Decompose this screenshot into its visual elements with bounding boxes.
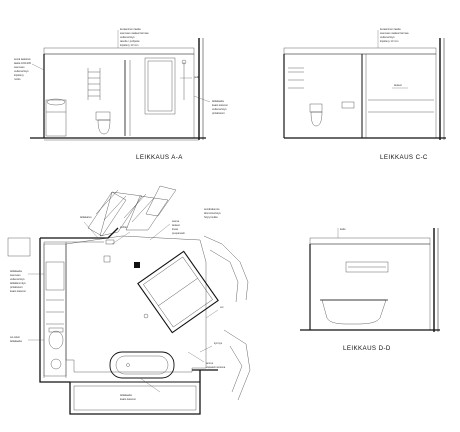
svg-text:kiuas: kiuas [172, 227, 179, 231]
svg-text:saumaus: saumaus [14, 66, 25, 69]
svg-text:lattiakaivo: lattiakaivo [80, 215, 92, 219]
section-d-d: katto LEIKKAUS D-D [300, 227, 440, 352]
svg-text:lattialaatta: lattialaatta [10, 339, 22, 343]
svg-text:vapaasti seisova: vapaasti seisova [206, 365, 226, 369]
svg-text:laatta 100x100: laatta 100x100 [14, 61, 32, 65]
svg-text:lattialaatta: lattialaatta [10, 269, 22, 273]
svg-text:sauna: sauna [172, 220, 180, 223]
svg-text:saumaus: saumaus [10, 274, 21, 277]
svg-text:amme: amme [206, 362, 214, 365]
svg-text:pintabetoni: pintabetoni [212, 111, 225, 115]
section-a-a: keraaminen laatta saumaus vaalea harmaa … [14, 27, 229, 161]
svg-text:lattialaatta: lattialaatta [212, 99, 224, 103]
svg-text:kaato kaivoon: kaato kaivoon [212, 103, 229, 107]
svg-text:höyrynsulku: höyrynsulku [204, 215, 218, 219]
svg-text:lattialämmitys: lattialämmitys [10, 281, 26, 285]
svg-text:lattialaatta: lattialaatta [120, 393, 132, 397]
svg-text:kaato kaivoon: kaato kaivoon [120, 397, 137, 401]
svg-text:seinä laatoitus: seinä laatoitus [14, 57, 31, 61]
svg-text:puupaneeli: puupaneeli [172, 231, 185, 235]
svg-text:kipsilevy: kipsilevy [14, 73, 25, 77]
svg-text:pintabetoni: pintabetoni [10, 285, 23, 289]
svg-text:kipsilevy 13 mm: kipsilevy 13 mm [380, 39, 398, 43]
svg-text:vedeneristys: vedeneristys [212, 107, 227, 111]
svg-text:wc-istuin: wc-istuin [10, 335, 21, 339]
svg-text:lämmöneristys: lämmöneristys [204, 211, 221, 215]
svg-text:peili: peili [194, 75, 199, 79]
svg-text:kaato kaivoon: kaato kaivoon [10, 289, 27, 293]
svg-text:kynnys: kynnys [214, 341, 223, 345]
section-d-d-label: LEIKKAUS D-D [343, 345, 391, 352]
svg-text:vedeneristys: vedeneristys [120, 35, 135, 39]
svg-text:tasoite / pohjuste: tasoite / pohjuste [120, 39, 140, 43]
svg-text:seinärakenne: seinärakenne [204, 207, 220, 211]
svg-text:ovi: ovi [220, 305, 224, 309]
svg-text:saumaus vaalea harmaa: saumaus vaalea harmaa [120, 31, 149, 35]
svg-text:keraaminen laatta: keraaminen laatta [380, 27, 401, 31]
svg-text:runko: runko [14, 77, 21, 81]
svg-text:vedeneristys: vedeneristys [10, 277, 25, 281]
svg-text:keraaminen laatta: keraaminen laatta [120, 27, 141, 31]
svg-text:kipsilevy 13 mm: kipsilevy 13 mm [120, 43, 138, 47]
floor-plan: lattialaatta saumaus vedeneristys lattia… [7, 185, 251, 415]
svg-text:katto: katto [340, 227, 346, 231]
svg-text:saumaus vaalea harmaa: saumaus vaalea harmaa [380, 31, 409, 35]
section-c-c: keraaminen laatta saumaus vaalea harmaa … [283, 27, 446, 161]
svg-text:lauteet: lauteet [394, 83, 402, 87]
svg-text:suihku: suihku [120, 225, 128, 229]
section-c-c-label: LEIKKAUS C-C [380, 154, 428, 161]
svg-text:vedeneristys: vedeneristys [14, 69, 29, 73]
svg-text:vedeneristys: vedeneristys [380, 35, 395, 39]
svg-text:lauteet: lauteet [172, 223, 180, 227]
section-a-a-label: LEIKKAUS A-A [136, 154, 183, 161]
